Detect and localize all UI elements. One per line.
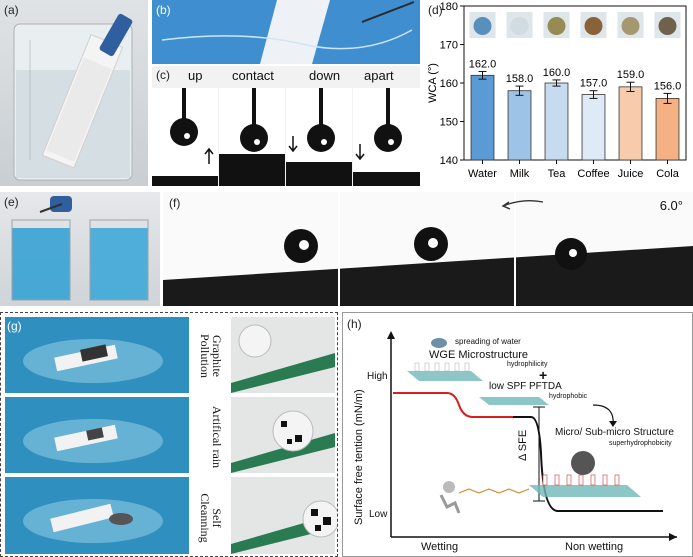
stage-apart: apart (364, 68, 394, 83)
y-tick-label: 180 (440, 1, 458, 13)
sfe-curve-red (393, 392, 513, 418)
droplet-icon (547, 17, 566, 35)
value-label: 157.0 (580, 78, 608, 90)
y-high-label: High (367, 371, 388, 382)
value-label: 160.0 (543, 67, 571, 79)
frame-down (286, 88, 352, 186)
x-left-label: Wetting (421, 541, 459, 553)
y-tick-label: 140 (440, 155, 458, 167)
caption-rain: Artifical rain (210, 405, 224, 469)
sfe-diagram (387, 331, 677, 541)
strip-photo (161, 0, 415, 64)
drop-sequence (152, 88, 420, 186)
droplet-icon (658, 17, 677, 35)
frame-up (152, 88, 218, 186)
panel-a: (a) (0, 0, 148, 186)
self-cleaning-photos (5, 317, 337, 554)
bar (655, 98, 680, 161)
bar (544, 82, 569, 161)
panel-f-label: (f) (169, 196, 181, 210)
panel-c: (c) up contact down apart (152, 66, 420, 186)
rolling-drop-photo (163, 192, 693, 306)
sfe-curve-black (513, 416, 663, 512)
y-low-label: Low (369, 509, 388, 520)
panel-e-label: (e) (4, 195, 19, 209)
stage-contact: contact (232, 68, 274, 83)
spreading-label: spreading of water (455, 337, 521, 346)
plot-frame (463, 5, 687, 161)
panel-e: (e) (0, 192, 160, 306)
y-tick-label: 160 (440, 78, 458, 90)
tilt-angle: 6.0° (659, 198, 683, 213)
y-axis-label: Surface free tention (mN/m) (353, 389, 365, 525)
spf-title: low SPF PFTDA (489, 381, 562, 392)
panel-b: (b) (152, 0, 420, 64)
caption-cleaning: Self Cleanning (198, 493, 224, 543)
x-tick-label: Coffee (577, 168, 609, 180)
droplet-icon (621, 17, 640, 35)
panel-d-label: (d) (428, 3, 443, 17)
pftda-molecule (458, 488, 530, 494)
panel-g: (g) Graphite Pollution Artifical rain Se… (0, 312, 338, 557)
panel-b-label: (b) (156, 3, 171, 17)
wge-sub: hydrophilicity (507, 361, 548, 368)
beaker-photo (13, 13, 133, 181)
bar (581, 94, 606, 161)
value-label: 156.0 (654, 80, 682, 92)
y-tick-label: 150 (440, 117, 458, 129)
droplet-icon (473, 17, 492, 35)
caption-graphite: Graphite Pollution (198, 333, 224, 378)
x-right-label: Non wetting (565, 541, 624, 553)
bar (470, 74, 495, 161)
panel-a-label: (a) (4, 3, 19, 17)
panel-f: (f) 6.0° (163, 192, 693, 306)
micro-sub: superhydrophobicity (609, 440, 672, 447)
droplet-icon (510, 17, 529, 35)
tilt-arrow (502, 199, 544, 207)
frame-contact (219, 88, 285, 186)
x-tick-label: Milk (510, 168, 530, 180)
x-tick-label: Tea (548, 168, 567, 180)
delta-sfe-label: Δ SFE (517, 429, 529, 461)
bar (507, 90, 532, 161)
frame-apart (353, 88, 420, 186)
droplet-icon (584, 17, 603, 35)
spf-sub: hydrophobic (549, 393, 588, 400)
plus-sign: + (539, 367, 548, 383)
x-tick-label: Cola (656, 168, 680, 180)
x-tick-label: Juice (618, 168, 644, 180)
micro-title: Micro/ Sub-micro Structure (555, 427, 674, 438)
value-label: 159.0 (617, 69, 645, 81)
panel-g-label: (g) (7, 319, 22, 333)
value-label: 158.0 (506, 73, 534, 85)
panel-h-label: (h) (347, 317, 362, 331)
y-tick-label: 170 (440, 40, 458, 52)
y-axis-label: WCA (°) (427, 63, 439, 103)
panel-c-label: (c) (156, 68, 170, 82)
stage-down: down (309, 68, 341, 83)
panel-h: (h) (342, 312, 693, 557)
wge-title: WGE Microstructure (429, 349, 529, 361)
stage-up: up (188, 68, 203, 83)
value-label: 162.0 (469, 58, 497, 70)
bar (618, 86, 643, 161)
x-tick-label: Water (468, 168, 497, 180)
beakers-photo (11, 196, 149, 301)
